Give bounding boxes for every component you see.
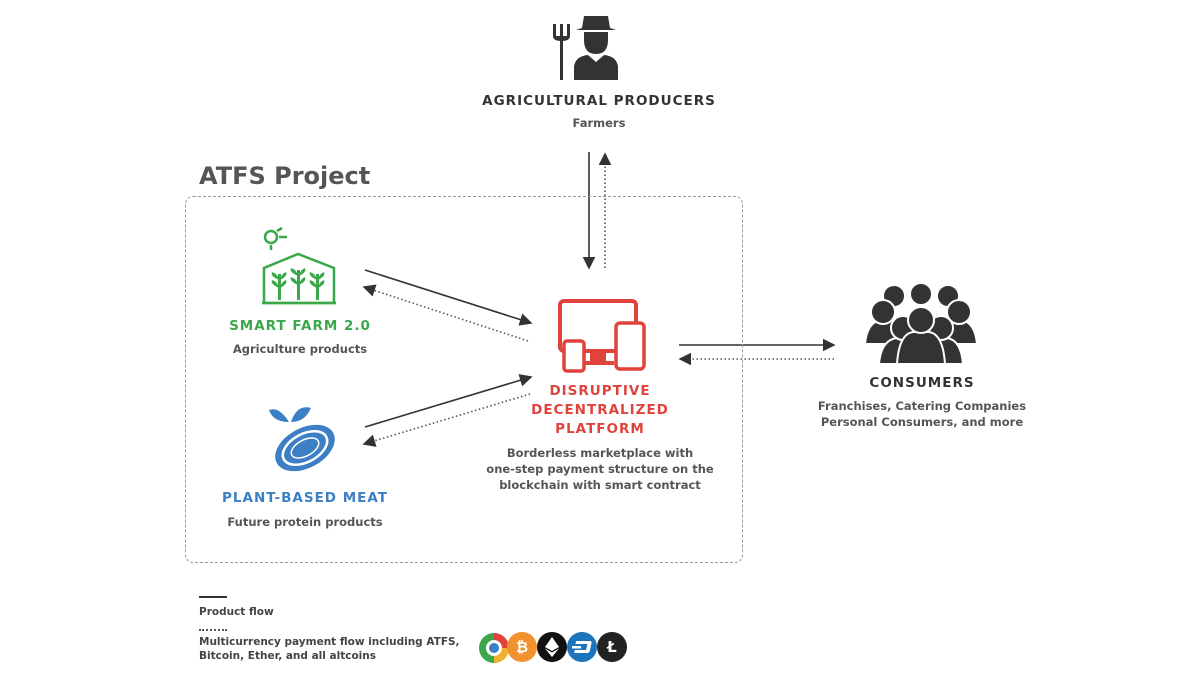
legend-solid-line	[199, 596, 227, 598]
consumers-subtitle-line1: Franchises, Catering Companies	[817, 399, 1027, 413]
plant-meat-icon	[269, 407, 335, 472]
bitcoin-icon: ₿	[507, 632, 537, 662]
payment-arrow-platform-to-meat	[362, 393, 531, 447]
smart-farm-title: SMART FARM 2.0	[229, 318, 371, 334]
litecoin-icon: Ł	[597, 632, 627, 662]
plant-meat-title: PLANT-BASED MEAT	[222, 490, 388, 506]
dash-icon	[567, 632, 597, 662]
smart-farm-subtitle: Agriculture products	[232, 342, 368, 356]
platform-title-line2: DECENTRALIZED	[531, 402, 669, 418]
greenhouse-icon	[262, 226, 336, 305]
product-arrow-meat-to-platform	[364, 374, 533, 428]
legend-dotted-line	[199, 629, 227, 631]
devices-icon	[558, 299, 646, 373]
platform-title-line3: PLATFORM	[555, 421, 645, 437]
platform-desc-line2: one-step payment structure on the	[486, 462, 714, 476]
crowd-icon	[863, 282, 979, 365]
legend-payment-flow-line2: Bitcoin, Ether, and all altcoins	[199, 650, 376, 662]
plant-meat-subtitle: Future protein products	[227, 515, 383, 529]
product-arrow-farm-to-platform	[364, 269, 533, 326]
farmer-icon	[553, 16, 618, 80]
producers-title: AGRICULTURAL PRODUCERS	[482, 93, 716, 109]
legend-product-flow: Product flow	[199, 606, 274, 618]
platform-title-line1: DISRUPTIVE	[549, 383, 651, 399]
ether-icon	[537, 632, 567, 662]
atfs-coin-icon	[479, 633, 509, 663]
platform-desc-line1: Borderless marketplace with	[506, 446, 694, 460]
project-title: ATFS Project	[199, 162, 371, 190]
consumers-subtitle-line2: Personal Consumers, and more	[820, 415, 1024, 429]
platform-desc-line3: blockchain with smart contract	[499, 478, 701, 492]
legend-payment-flow-line1: Multicurrency payment flow including ATF…	[199, 636, 460, 648]
producers-subtitle: Farmers	[572, 116, 626, 130]
project-boundary	[185, 196, 743, 563]
consumers-title: CONSUMERS	[869, 375, 975, 391]
payment-arrow-platform-to-farm	[362, 284, 529, 342]
